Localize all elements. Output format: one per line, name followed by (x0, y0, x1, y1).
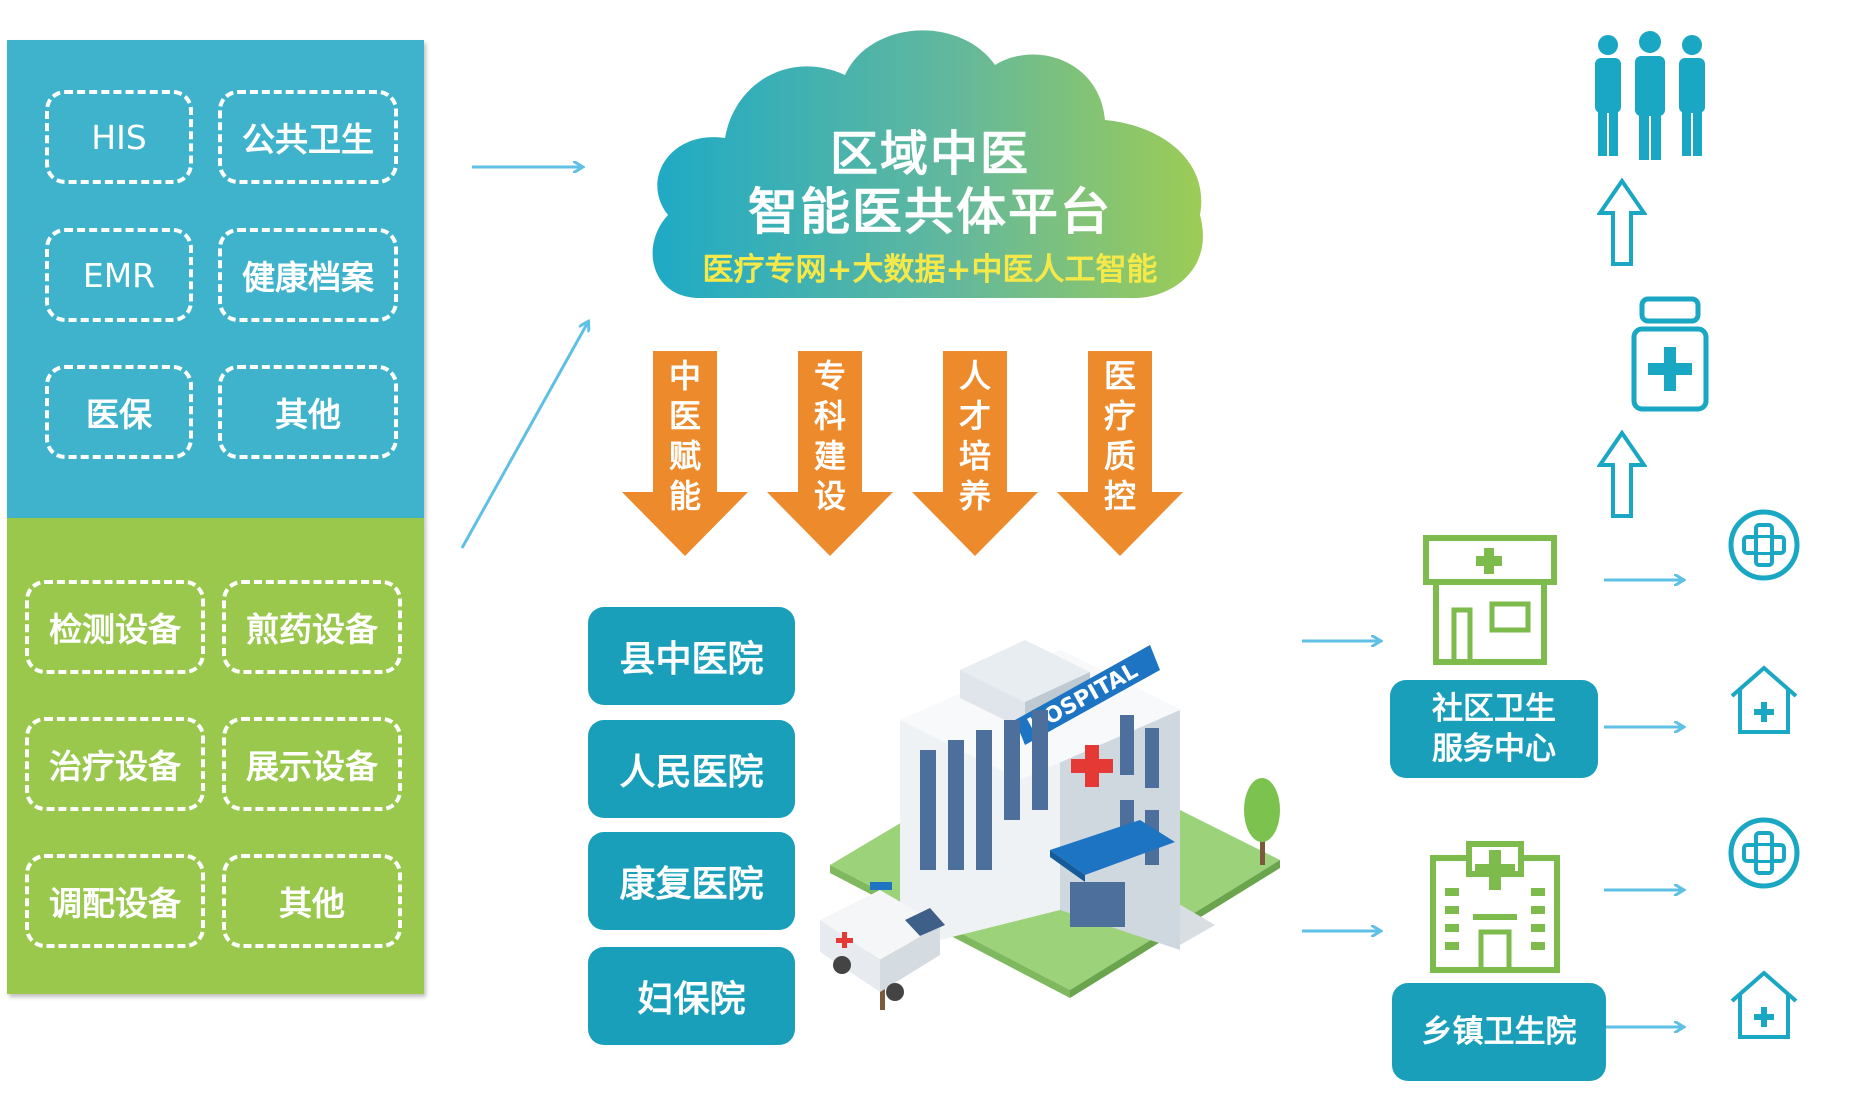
down-arrow-2 (767, 351, 893, 556)
capability-quality-control: 医疗质控 (1103, 357, 1136, 515)
hospital-county-tcm: 县中医院 (588, 607, 795, 705)
device-other: 其他 (222, 854, 402, 948)
devices-panel (7, 518, 424, 994)
system-other: 其他 (218, 365, 398, 459)
arrow-devices-to-platform (460, 322, 588, 549)
up-arrow-to-medicine-icon (1597, 430, 1647, 518)
system-his: HIS (45, 90, 193, 184)
township-hospital-building-icon (1430, 841, 1560, 973)
capability-tcm-empowerment: 中医赋能 (668, 357, 701, 515)
system-emr: EMR (45, 228, 193, 322)
device-treatment: 治疗设备 (25, 717, 205, 811)
system-medical-insurance: 医保 (45, 365, 193, 459)
platform-tagline: 医疗专网+大数据+中医人工智能 (702, 252, 1158, 288)
hospital-maternal-child: 妇保院 (588, 947, 795, 1045)
platform-title-line1: 区域中医 (829, 126, 1030, 182)
device-display: 展示设备 (222, 717, 402, 811)
system-health-records: 健康档案 (218, 228, 398, 322)
up-arrow-to-doctors-icon (1597, 178, 1647, 266)
systems-panel (7, 40, 424, 518)
cloud-shape (652, 30, 1203, 299)
hospital-illustration: HOSPITAL (820, 640, 1280, 1010)
medicine-jar-icon (1631, 296, 1709, 412)
community-center-line1: 社区卫生 (1432, 691, 1556, 727)
hospital-peoples: 人民医院 (588, 720, 795, 818)
home-care-icon (1730, 665, 1798, 734)
clinic-plus-icon (1728, 509, 1800, 581)
capability-specialty-building: 专科建设 (813, 357, 846, 515)
device-dispensing: 调配设备 (25, 854, 205, 948)
hospital-rehabilitation: 康复医院 (588, 832, 795, 930)
system-public-health: 公共卫生 (218, 90, 398, 184)
community-center-line2: 服务中心 (1432, 731, 1556, 767)
device-decocting: 煎药设备 (222, 580, 402, 674)
down-arrow-1 (622, 351, 748, 556)
down-arrow-4 (1057, 351, 1183, 556)
device-testing: 检测设备 (25, 580, 205, 674)
down-arrow-3 (912, 351, 1038, 556)
capability-talent-training: 人才培养 (958, 357, 991, 515)
doctors-group-icon (1595, 31, 1705, 160)
community-center-building-icon (1423, 535, 1557, 665)
platform-title-line2: 智能医共体平台 (748, 183, 1112, 241)
clinic-plus-icon (1728, 817, 1800, 889)
home-care-icon (1730, 970, 1798, 1039)
community-center-label: 社区卫生 服务中心 (1390, 680, 1598, 778)
township-hospital-label: 乡镇卫生院 (1392, 983, 1606, 1081)
